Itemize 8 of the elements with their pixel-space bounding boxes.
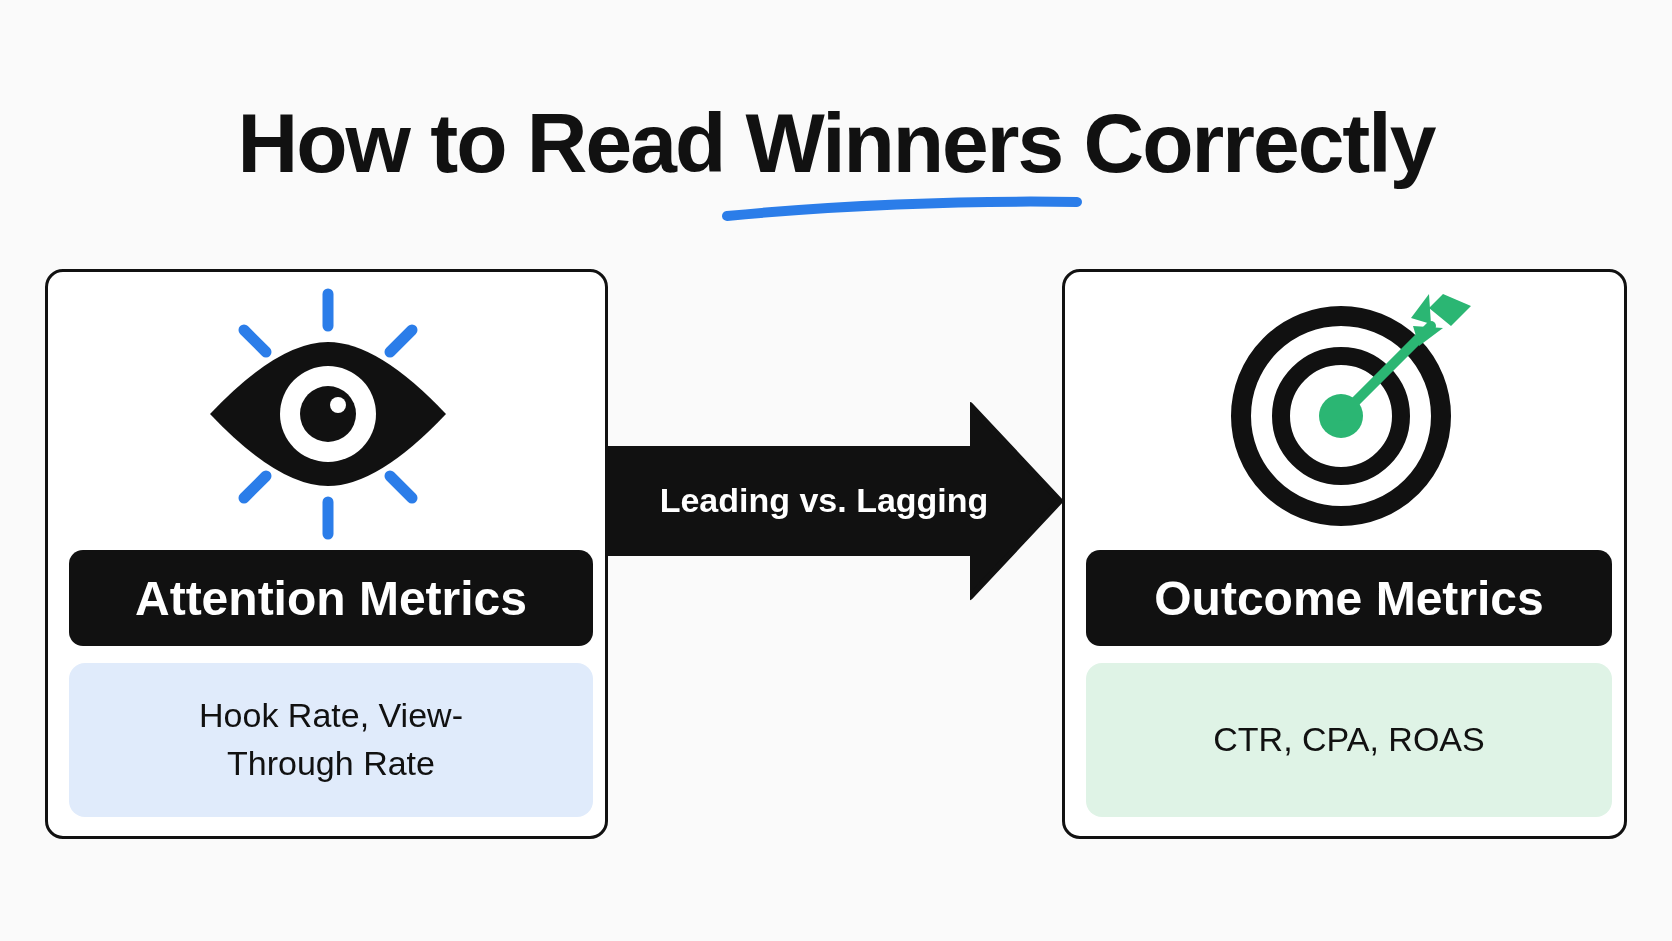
block-arrow bbox=[608, 402, 1063, 600]
card-panel bbox=[45, 269, 608, 839]
header-bar: Outcome Metrics bbox=[1086, 550, 1612, 646]
metric-panel: CTR, CPA, ROAS bbox=[1086, 663, 1612, 817]
header-bar: Attention Metrics bbox=[69, 550, 593, 646]
card-panel bbox=[1062, 269, 1627, 839]
metric-panel: Hook Rate, View-Through Rate bbox=[69, 663, 593, 817]
title: How to Read Winners Correctly bbox=[236, 95, 1437, 192]
